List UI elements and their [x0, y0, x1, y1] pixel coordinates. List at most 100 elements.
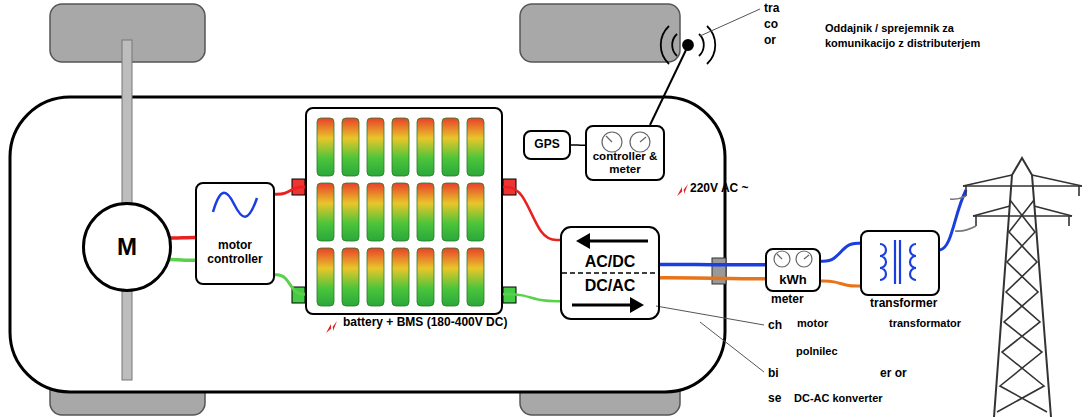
battery-cells — [467, 248, 484, 306]
callout-fragment: co — [764, 17, 778, 31]
battery-cells — [392, 118, 409, 176]
wire-connector — [275, 275, 305, 295]
callout-fragment: tra — [764, 1, 779, 15]
wire-connector — [169, 258, 195, 262]
battery-cells — [317, 118, 484, 306]
sine-icon — [213, 193, 257, 217]
motor-circle: M — [82, 202, 172, 292]
power-pylon — [963, 186, 1082, 216]
wire-connector — [503, 187, 560, 240]
kwh-meter-box: kWhmeter — [765, 248, 821, 292]
power-pylon — [963, 175, 1082, 216]
power-pylon — [950, 196, 976, 231]
controller-meter-box: controller & meter — [585, 125, 665, 181]
battery-cells — [417, 118, 434, 176]
lightning-icon — [326, 321, 337, 333]
part-label: battery + BMS (180-400V DC) — [343, 316, 507, 330]
battery-cells — [467, 118, 484, 176]
gps-box: GPS — [523, 130, 571, 160]
sine-icon — [213, 193, 257, 217]
callout-fragment: se — [768, 391, 781, 405]
battery-cells — [342, 118, 359, 176]
battery-cells — [417, 248, 434, 306]
wire-connector — [503, 294, 560, 301]
direction-arrow — [586, 240, 648, 243]
callout-fragment: ch — [768, 318, 782, 332]
battery-cells — [367, 118, 384, 176]
battery-terminal — [292, 179, 516, 303]
antenna — [650, 50, 686, 125]
transformer-box: transformer — [860, 230, 940, 296]
leader-line — [656, 9, 764, 372]
leader-line — [700, 9, 760, 36]
direction-arrow — [576, 233, 590, 249]
battery-cells — [417, 183, 434, 241]
translation-label: polnilec — [795, 344, 839, 359]
lightning-icon — [677, 184, 688, 196]
direction-arrow — [562, 272, 658, 273]
node-text: AC/DC — [585, 253, 636, 271]
part-label: meter — [771, 293, 804, 307]
leader-line — [656, 306, 764, 325]
antenna — [683, 40, 693, 50]
car-body — [10, 97, 725, 392]
wheel — [520, 4, 680, 62]
translation-label: DC-AC konverter — [793, 391, 884, 406]
callout-fragment: or — [764, 33, 776, 47]
wire-connector — [275, 187, 305, 194]
direction-arrow — [630, 297, 644, 313]
battery-cells — [442, 248, 459, 306]
battery-cells — [392, 248, 409, 306]
node-text: M — [117, 233, 137, 261]
meter-dial — [640, 137, 646, 142]
node-text: controller & meter — [590, 150, 660, 176]
translation-label: motor — [796, 316, 829, 331]
lightning-icon — [326, 184, 688, 333]
battery-cells — [317, 248, 334, 306]
transformer-coil — [899, 240, 901, 284]
antenna — [661, 26, 669, 64]
wire-connector — [821, 281, 860, 286]
power-pylon — [997, 200, 1044, 412]
antenna — [707, 26, 715, 64]
battery-cells — [317, 183, 334, 241]
callout-fragment: bi — [768, 366, 779, 380]
wire-connector — [660, 278, 765, 279]
callout-fragment: er or — [880, 366, 907, 380]
battery-cells — [442, 183, 459, 241]
direction-arrow — [562, 233, 658, 313]
car-body — [10, 97, 725, 392]
meter-dial — [630, 132, 650, 152]
charger-converter-box: AC/DCDC/AC — [560, 226, 660, 320]
battery-cells — [442, 118, 459, 176]
node-text: kWh — [779, 273, 806, 288]
transformer-coil — [894, 240, 896, 284]
antenna — [672, 34, 677, 56]
wire-connector — [571, 144, 585, 146]
power-pylon — [950, 158, 1082, 417]
wire-connector — [660, 263, 765, 267]
battery-box: battery + BMS (180-400V DC) — [305, 107, 503, 315]
meter-dial — [796, 251, 812, 267]
antenna — [650, 26, 715, 125]
transformer-coil — [910, 244, 916, 280]
antenna — [699, 34, 704, 56]
meter-dial — [777, 254, 782, 259]
motor-controller-box: motor controller — [195, 182, 275, 285]
meter-dial — [606, 136, 612, 142]
battery-cells — [367, 183, 384, 241]
leader-line — [700, 322, 764, 372]
meter-dial — [774, 251, 790, 267]
power-pylon — [994, 158, 1051, 417]
power-pylon — [966, 186, 1079, 226]
battery-cells — [342, 183, 359, 241]
translation-label: transformator — [888, 316, 962, 331]
wire-connector — [821, 243, 860, 261]
transformer-coil — [880, 244, 886, 280]
transformer-coil — [880, 190, 966, 284]
wire-connector — [170, 236, 195, 240]
